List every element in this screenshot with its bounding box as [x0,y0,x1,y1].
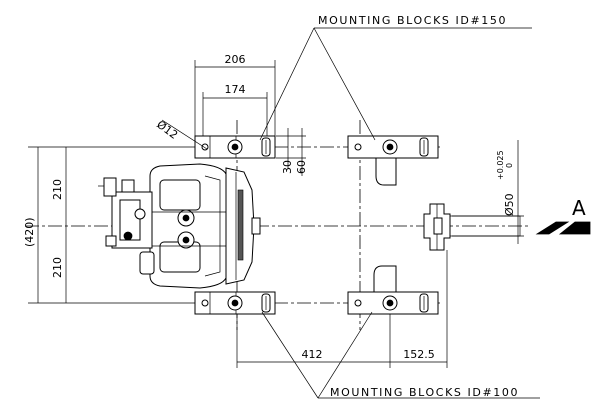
dim-210-bottom-label: 210 [51,257,64,278]
center-lines [25,120,530,330]
dimension-174: 174 [202,83,268,136]
dim-206-label: 206 [225,53,246,66]
mounting-block-top-right [347,135,439,186]
mounting-bottom-label: MOUNTING BLOCKS ID#100 [330,386,519,399]
dimension-412-152-5: 412 152.5 [236,250,448,368]
dim-174-label: 174 [225,83,246,96]
mounting-blocks-bottom-note: MOUNTING BLOCKS ID#100 [261,311,540,399]
dimension-420: (420) [23,146,195,304]
dimension-shaft-dia: Ø50 +0.025 0 [452,140,524,244]
mounting-top-label: MOUNTING BLOCKS ID#150 [318,14,507,27]
engine-assembly [98,163,261,289]
dim-tol-upper-label: +0.025 [496,150,505,180]
mounting-block-bottom-right [347,265,439,315]
dim-152-5-label: 152.5 [403,348,435,361]
dimension-206: 206 [194,53,276,136]
dimension-210: 210 210 [51,147,67,303]
view-arrow-a: A [535,196,591,235]
dim-30-label: 30 [281,160,294,174]
dim-dia12-label: Ø12 [154,118,180,142]
mounting-block-bottom-left [194,291,276,315]
mounting-blocks-top-note: MOUNTING BLOCKS ID#150 [259,14,532,141]
dim-60-label: 60 [295,160,308,174]
dim-shaft-dia-label: Ø50 [503,193,516,216]
dim-412-label: 412 [302,348,323,361]
dim-210-top-label: 210 [51,179,64,200]
dim-tol-lower-label: 0 [505,163,514,168]
dimension-30-60: 30 60 [276,128,308,176]
mounting-block-top-left [194,135,276,159]
view-arrow-label: A [572,196,586,220]
dim-420-label: (420) [23,217,36,247]
